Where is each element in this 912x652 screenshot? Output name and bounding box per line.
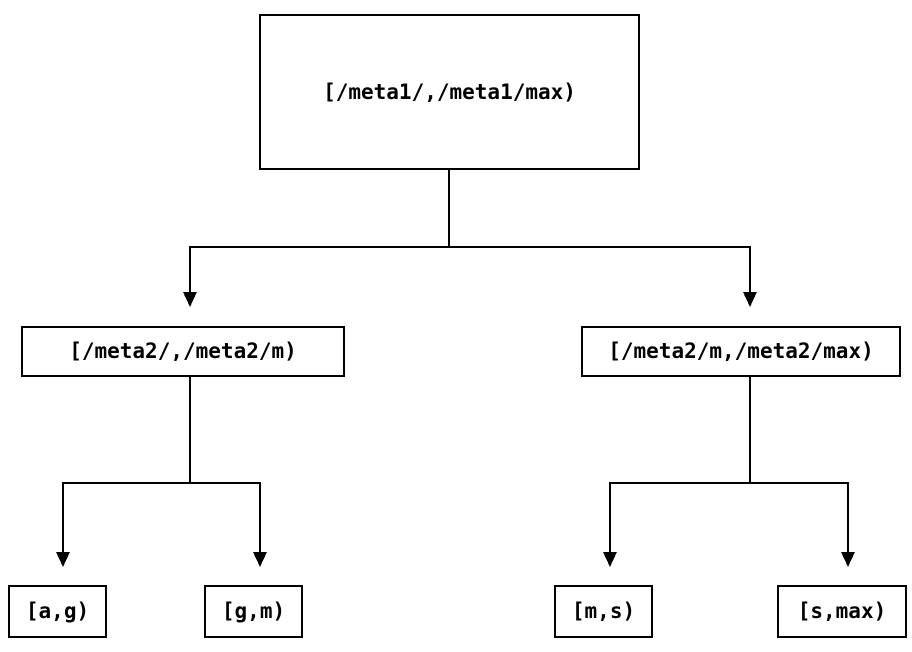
node-leaf-a-g: [a,g) [8, 585, 107, 638]
node-leaf-m-s: [m,s) [554, 585, 653, 638]
edge-meta2low-branch [62, 482, 261, 553]
node-root-interval: [/meta1/,/meta1/max) [259, 14, 640, 170]
arrowhead-to-meta2-high [743, 292, 757, 307]
node-meta2-high-interval: [/meta2/m,/meta2/max) [581, 326, 901, 377]
edge-meta2high-branch [609, 482, 849, 553]
arrowhead-to-leaf-ag [56, 552, 70, 567]
arrowhead-to-meta2-low [183, 292, 197, 307]
node-leaf-s-max: [s,max) [777, 585, 907, 638]
arrowhead-to-leaf-smax [841, 552, 855, 567]
node-meta2-low-interval: [/meta2/,/meta2/m) [21, 326, 345, 377]
node-leaf-g-m: [g,m) [204, 585, 303, 638]
edge-root-branch [189, 246, 751, 293]
arrowhead-to-leaf-ms [603, 552, 617, 567]
arrowhead-to-leaf-gm [253, 552, 267, 567]
